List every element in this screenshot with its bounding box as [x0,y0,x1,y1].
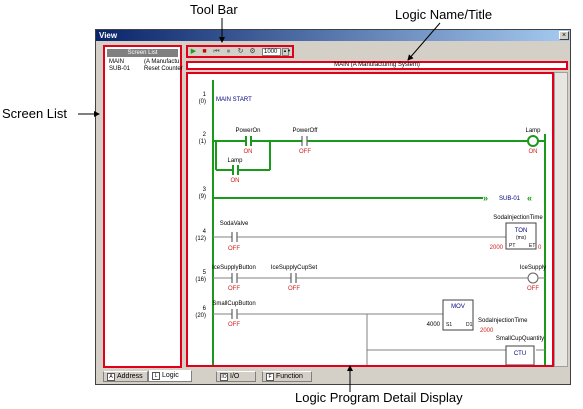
rung-number: 6 [203,306,207,312]
lamp-coil-state: ON [529,149,538,155]
screen-title: Reset Counter [144,66,183,72]
scan-value-input[interactable]: 1000 [262,48,281,56]
callout-logic-detail: Logic Program Detail Display [295,390,463,405]
ton-et-value: 0 [538,245,542,251]
ctu-label: CTU [514,351,526,357]
icesupply-state: OFF [527,286,539,292]
poweron-label: PowerOn [235,128,260,134]
ton-pt-value: 2000 [490,245,504,251]
smallcupquantity-label: SmallCupQuantity [496,336,544,342]
tab-label: Address [117,373,143,380]
rung-step: (1) [199,139,206,145]
rung-step: (12) [195,236,206,242]
ctu-block [505,345,535,365]
tab-label: Function [276,373,303,380]
close-button[interactable]: × [559,31,569,40]
arrow-logic-name [407,22,441,61]
tab-label: I/O [230,373,240,380]
rung-number: 4 [203,229,207,235]
tab-logic[interactable]: L Logic [148,370,192,382]
rung-number: 2 [203,132,207,138]
mov-source-value: 4000 [427,322,441,328]
tab-address[interactable]: A Address [103,371,148,382]
icesupply-label: IceSupply [520,265,546,271]
icesupplybutton-label: IceSupplyButton [212,265,256,271]
mov-dest-value: 2000 [480,328,494,334]
play-icon[interactable]: ▶ [190,48,197,55]
pause-icon[interactable]: ⏸ [226,48,231,55]
tab-io[interactable]: IO I/O [216,371,256,382]
settings-icon[interactable]: ⚙ [249,48,256,55]
toolbar [186,45,294,58]
icesupplybutton-state: OFF [228,286,240,292]
mov-s1: S1 [446,322,452,328]
screen-name: SUB-01 [109,66,131,72]
rung-number: 1 [203,92,207,98]
sodainjection-label: SodaInjectionTime [493,215,543,221]
icesupplycupset-label: IceSupplyCupSet [271,265,318,271]
address-icon: A [107,373,115,381]
sodavalve-label: SodaValve [220,221,249,227]
lamp-contact-label: Lamp [227,158,243,164]
mov-block [442,299,474,331]
jump-arrow-icon: » [483,193,488,203]
jump-return-icon: « [527,193,532,203]
rung-step: (9) [199,194,206,200]
stop-icon[interactable]: ■ [202,48,207,55]
poweroff-state: OFF [299,149,311,155]
callout-logic-name-title: Logic Name/Title [395,7,493,22]
callout-screen-list: Screen List [2,106,68,121]
icesupplycupset-state: OFF [288,286,300,292]
smallcupbutton-label: SmallCupButton [212,301,255,307]
mov-dest-label: SodaInjectionTime [478,318,528,324]
sub01-label: SUB-01 [499,196,521,202]
screen-list-item[interactable]: MAIN (A Manufactu [109,59,179,66]
rung-number: 3 [203,187,207,193]
poweron-state: ON [244,149,253,155]
screen-list-panel: Screen List MAIN (A Manufactu SUB-01 Res… [103,45,183,368]
detail-scrollbar[interactable] [554,72,568,367]
scan-value-spinner[interactable]: ▲▼ [282,48,291,56]
tab-label: Logic [162,372,179,379]
smallcupbutton-state: OFF [228,322,240,328]
view-window: View × Screen List MAIN (A Manufactu SUB… [95,29,571,385]
poweroff-label: PowerOff [293,128,318,134]
window-title: View [99,31,118,40]
lamp-coil-label: Lamp [525,128,541,134]
ton-et: ET [529,243,535,249]
ladder-diagram: 1 (0) 2 (1) 3 (9) 4 (12) 5 (16) 6 (20) M… [195,80,546,365]
step-back-icon[interactable]: ⏮ [213,48,220,55]
rung-step: (0) [199,99,206,105]
ton-ms: (ms) [516,235,526,241]
rung-step: (20) [195,313,206,319]
sodavalve-state: OFF [228,246,240,252]
window-titlebar: View × [96,30,570,41]
tab-function[interactable]: F Function [262,371,312,382]
mov-label: MOV [451,304,465,310]
ton-pt: PT [509,243,515,249]
logic-name-title: MAIN (A Manufacturing System) [186,61,568,70]
screen-list-item[interactable]: SUB-01 Reset Counter [109,66,183,73]
screen-list-header: Screen List [107,49,178,57]
ton-block [505,222,537,250]
rung-number: 5 [203,270,207,276]
refresh-icon[interactable]: ↻ [237,48,244,55]
io-icon: IO [220,373,228,381]
ton-label: TON [515,228,528,234]
callout-tool-bar: Tool Bar [190,2,238,17]
screen-name: MAIN [109,59,124,65]
mov-d1: D1 [466,322,473,328]
logic-icon: L [152,372,160,380]
rung-step: (16) [195,277,206,283]
lamp-contact-state: ON [231,178,240,184]
logic-detail-display: 1 (0) 2 (1) 3 (9) 4 (12) 5 (16) 6 (20) M… [186,72,554,367]
screen-title: (A Manufactu [144,59,180,65]
function-icon: F [266,373,274,381]
main-start-label: MAIN START [216,97,252,103]
